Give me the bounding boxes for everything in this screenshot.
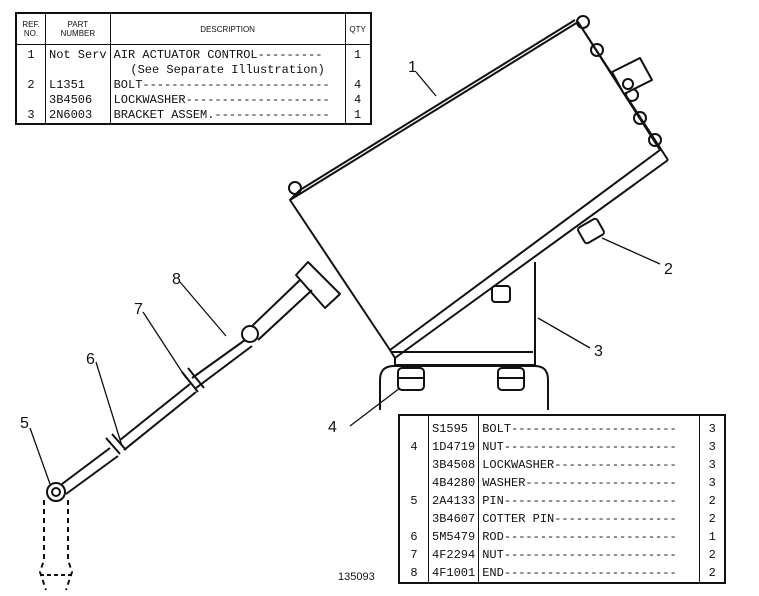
callout-1: 1	[408, 59, 417, 76]
table-row: 2 L1351 BOLT-------------------------- 4	[15, 78, 372, 93]
table-row: 3 2N6003 BRACKET ASSEM.---------------- …	[15, 108, 372, 124]
bracket-nuts	[397, 367, 525, 391]
callout-7: 7	[134, 301, 143, 318]
figure-number: 135093	[338, 571, 375, 583]
callout-4: 4	[328, 419, 337, 436]
callout-5: 5	[20, 415, 29, 432]
callout-8: 8	[172, 271, 181, 288]
callout-2: 2	[664, 261, 673, 278]
header-ref-no: REF.NO.	[15, 12, 46, 45]
table-row: 1 Not Serv AIR ACTUATOR CONTROL---------…	[15, 44, 372, 63]
callout-6: 6	[86, 351, 95, 368]
table-row: 3B4506 LOCKWASHER-------------------- 4	[15, 93, 372, 108]
header-qty: QTY	[344, 12, 372, 45]
table-row: (See Separate Illustration)	[15, 63, 372, 78]
bracket-assembly	[379, 262, 549, 410]
header-description: DESCRIPTION	[109, 12, 346, 45]
rod-linkage	[39, 261, 341, 591]
air-actuator-body	[288, 15, 669, 359]
callout-3: 3	[594, 343, 603, 360]
leader-lines	[29, 71, 661, 485]
